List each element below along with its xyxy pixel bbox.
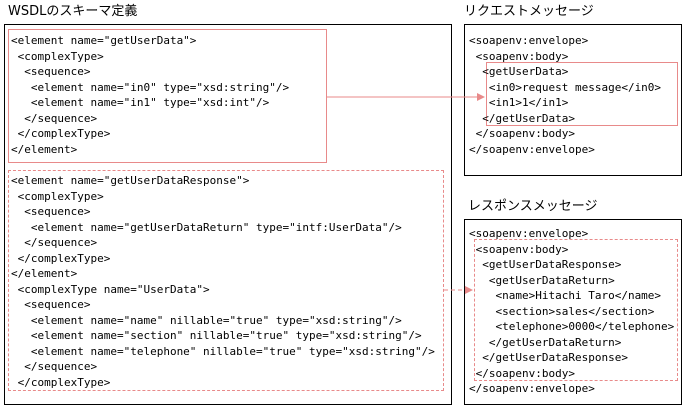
getuserdataresponse-highlight: [8, 170, 444, 391]
wsdl-line: </sequence>: [11, 236, 98, 249]
response-line: <soapenv:body>: [469, 242, 569, 256]
request-message-title: リクエストメッセージ: [464, 4, 594, 19]
wsdl-line: </complexType>: [11, 251, 111, 265]
wsdl-line: <sequence>: [11, 65, 91, 78]
request-line: </soapenv:envelope>: [469, 142, 595, 156]
wsdl-line: <sequence>: [11, 205, 91, 218]
wsdl-line: </element>: [11, 142, 78, 156]
response-line: <soapenv:envelope>: [469, 227, 589, 240]
request-line: <soapenv:body>: [469, 49, 569, 63]
response-line: <section>sales</section>: [469, 304, 655, 318]
wsdl-line: </element>: [11, 267, 78, 280]
response-line: <name>Hitachi Taro</name>: [469, 289, 662, 302]
wsdl-line: <element name="section" nillable="true" …: [11, 329, 422, 342]
wsdl-line: </complexType>: [11, 127, 111, 140]
wsdl-schema-box: [4, 24, 452, 405]
wsdl-line: <sequence>: [11, 298, 91, 311]
wsdl-line: </sequence>: [11, 111, 98, 125]
response-line: </getUserDataResponse>: [469, 351, 628, 364]
request-line: <soapenv:envelope>: [469, 34, 589, 47]
request-line: </soapenv:body>: [469, 127, 575, 140]
wsdl-schema-title: WSDLのスキーマ定義: [8, 4, 138, 19]
request-line: <in1>1</in1>: [469, 96, 569, 109]
wsdl-line: <element name="name" nillable="true" typ…: [11, 313, 402, 327]
response-line: </getUserDataReturn>: [469, 335, 622, 349]
response-line: <getUserDataResponse>: [469, 258, 622, 271]
request-line: <in0>request message</in0>: [469, 80, 662, 94]
request-line: <getUserData>: [469, 65, 569, 78]
request-message-box: [464, 24, 682, 176]
response-line: <telephone>0000</telephone>: [469, 320, 675, 333]
request-code: <soapenv:envelope> <soapenv:body> <getUs…: [469, 33, 661, 157]
wsdl-line: <element name="getUserDataResponse">: [11, 174, 250, 187]
request-body-highlight: [486, 62, 678, 126]
wsdl-line: <complexType name="UserData">: [11, 282, 210, 296]
wsdl-line: <element name="getUserDataReturn" type="…: [11, 220, 402, 234]
wsdl-code: <element name="getUserData"> <complexTyp…: [11, 33, 289, 157]
response-code: <soapenv:envelope> <soapenv:body> <getUs…: [469, 226, 674, 397]
response-line: </soapenv:body>: [469, 366, 575, 380]
wsdl-line: <element name="in1" type="xsd:int"/>: [11, 96, 270, 109]
response-line: <getUserDataReturn>: [469, 273, 615, 287]
wsdl-line: <complexType>: [11, 189, 104, 203]
wsdl-code-response: <element name="getUserDataResponse"> <co…: [11, 173, 435, 390]
response-message-box: [464, 219, 682, 405]
response-line: </soapenv:envelope>: [469, 382, 595, 395]
response-message-title: レスポンスメッセージ: [468, 199, 598, 214]
wsdl-line: <element name="getUserData">: [11, 34, 197, 47]
getuserdata-highlight: [8, 29, 327, 163]
wsdl-line: <complexType>: [11, 49, 104, 63]
wsdl-line: </sequence>: [11, 360, 98, 373]
response-body-highlight: [474, 239, 678, 381]
request-line: </getUserData>: [469, 111, 575, 125]
wsdl-line: <element name="in0" type="xsd:string"/>: [11, 80, 290, 94]
wsdl-line: </complexType>: [11, 375, 111, 389]
wsdl-line: <element name="telephone" nillable="true…: [11, 344, 435, 358]
